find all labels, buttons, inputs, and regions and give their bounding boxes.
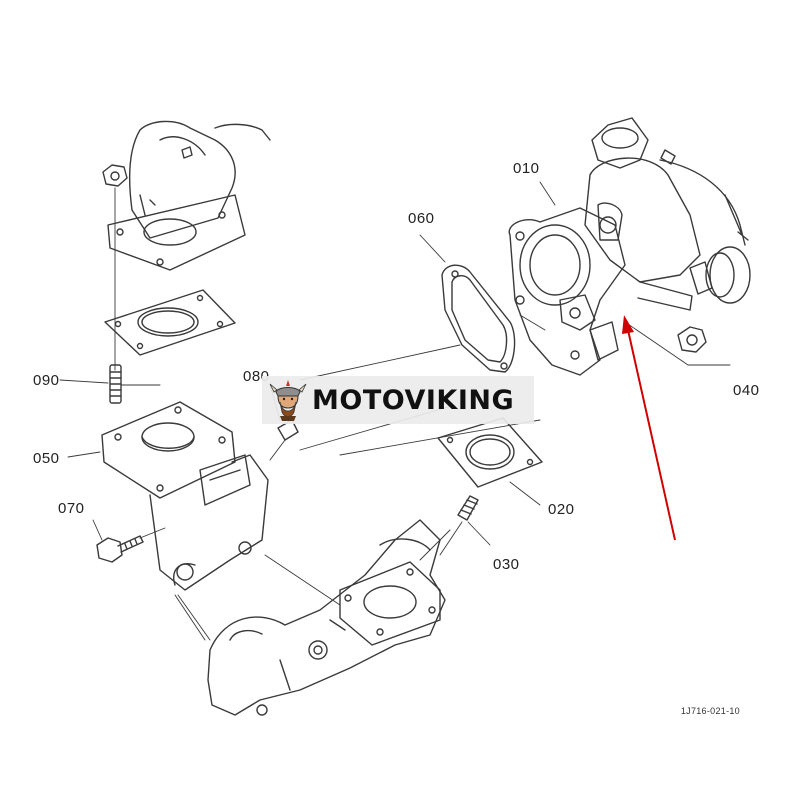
stud-030-part	[439, 495, 479, 556]
stud-090-part	[109, 364, 161, 404]
exhaust-elbow-part	[101, 401, 269, 591]
leader-lines	[59, 181, 556, 641]
gasket-020-part	[437, 417, 543, 488]
bolt-070-part	[96, 527, 166, 563]
plug-080-part	[269, 419, 299, 461]
part-label-070: 070	[58, 500, 85, 517]
exhaust-manifold-part	[207, 519, 446, 716]
turbocharger-part	[508, 117, 751, 376]
gasket-060-part	[441, 264, 516, 373]
nut-040-part	[624, 321, 731, 366]
upper-elbow-part	[107, 120, 271, 271]
drawing-code: 1J716-021-10	[680, 706, 740, 716]
viking-logo-icon	[269, 380, 307, 421]
highlight-arrow	[622, 315, 676, 541]
part-label-040: 040	[733, 382, 760, 399]
watermark-brand-text: MOTOVIKING	[312, 384, 515, 416]
flange-gasket-part	[104, 289, 236, 356]
part-label-030: 030	[493, 556, 520, 573]
part-label-090: 090	[33, 372, 60, 389]
part-label-010: 010	[513, 160, 540, 177]
part-label-050: 050	[33, 450, 60, 467]
part-label-060: 060	[408, 210, 435, 227]
watermark-banner: MOTOVIKING	[262, 376, 534, 424]
top-nut-part	[102, 164, 128, 371]
part-label-020: 020	[548, 501, 575, 518]
